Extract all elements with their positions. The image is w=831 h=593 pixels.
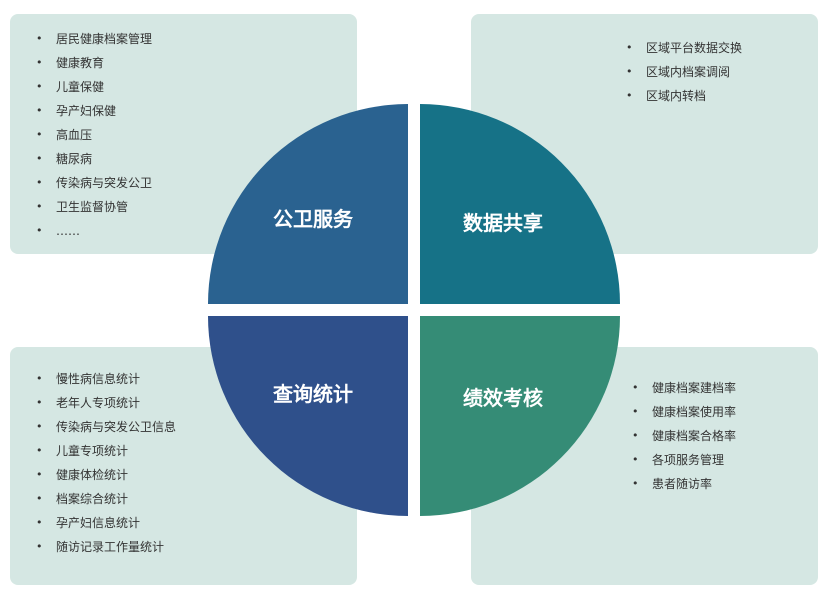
list-item: 孕产妇保健 [34, 99, 152, 123]
list-item: 传染病与突发公卫 [34, 171, 152, 195]
list-item: …… [34, 219, 152, 243]
list-item: 区域内转档 [624, 84, 742, 108]
list-item: 区域平台数据交换 [624, 36, 742, 60]
list-item: 糖尿病 [34, 147, 152, 171]
data-sharing-list: 区域平台数据交换区域内档案调阅区域内转档 [624, 36, 742, 108]
list-item: 各项服务管理 [630, 448, 736, 472]
quadrant-title-performance: 绩效考核 [463, 386, 543, 410]
list-item: 区域内档案调阅 [624, 60, 742, 84]
list-item: 高血压 [34, 123, 152, 147]
list-item: 孕产妇信息统计 [34, 511, 176, 535]
quadrant-performance [420, 316, 620, 516]
list-item: 健康档案使用率 [630, 400, 736, 424]
quadrant-data-sharing [420, 104, 620, 304]
quadrant-title-data-sharing: 数据共享 [463, 211, 543, 235]
list-item: 传染病与突发公卫信息 [34, 415, 176, 439]
list-item: 健康教育 [34, 51, 152, 75]
list-item: 卫生监督协管 [34, 195, 152, 219]
list-item: 儿童专项统计 [34, 439, 176, 463]
list-item: 居民健康档案管理 [34, 27, 152, 51]
quadrant-title-query-statistics: 查询统计 [273, 382, 353, 406]
list-item: 随访记录工作量统计 [34, 535, 176, 559]
performance-list: 健康档案建档率健康档案使用率健康档案合格率各项服务管理患者随访率 [630, 376, 736, 496]
public-health-list: 居民健康档案管理健康教育儿童保健孕产妇保健高血压糖尿病传染病与突发公卫卫生监督协… [34, 27, 152, 243]
list-item: 慢性病信息统计 [34, 367, 176, 391]
list-item: 健康档案建档率 [630, 376, 736, 400]
list-item: 儿童保健 [34, 75, 152, 99]
list-item: 老年人专项统计 [34, 391, 176, 415]
quadrant-title-public-health: 公卫服务 [273, 207, 354, 231]
list-item: 档案综合统计 [34, 487, 176, 511]
list-item: 患者随访率 [630, 472, 736, 496]
quadrant-query-statistics [208, 316, 408, 516]
query-statistics-list: 慢性病信息统计老年人专项统计传染病与突发公卫信息儿童专项统计健康体检统计档案综合… [34, 367, 176, 559]
list-item: 健康体检统计 [34, 463, 176, 487]
list-item: 健康档案合格率 [630, 424, 736, 448]
quadrant-public-health [208, 104, 408, 304]
